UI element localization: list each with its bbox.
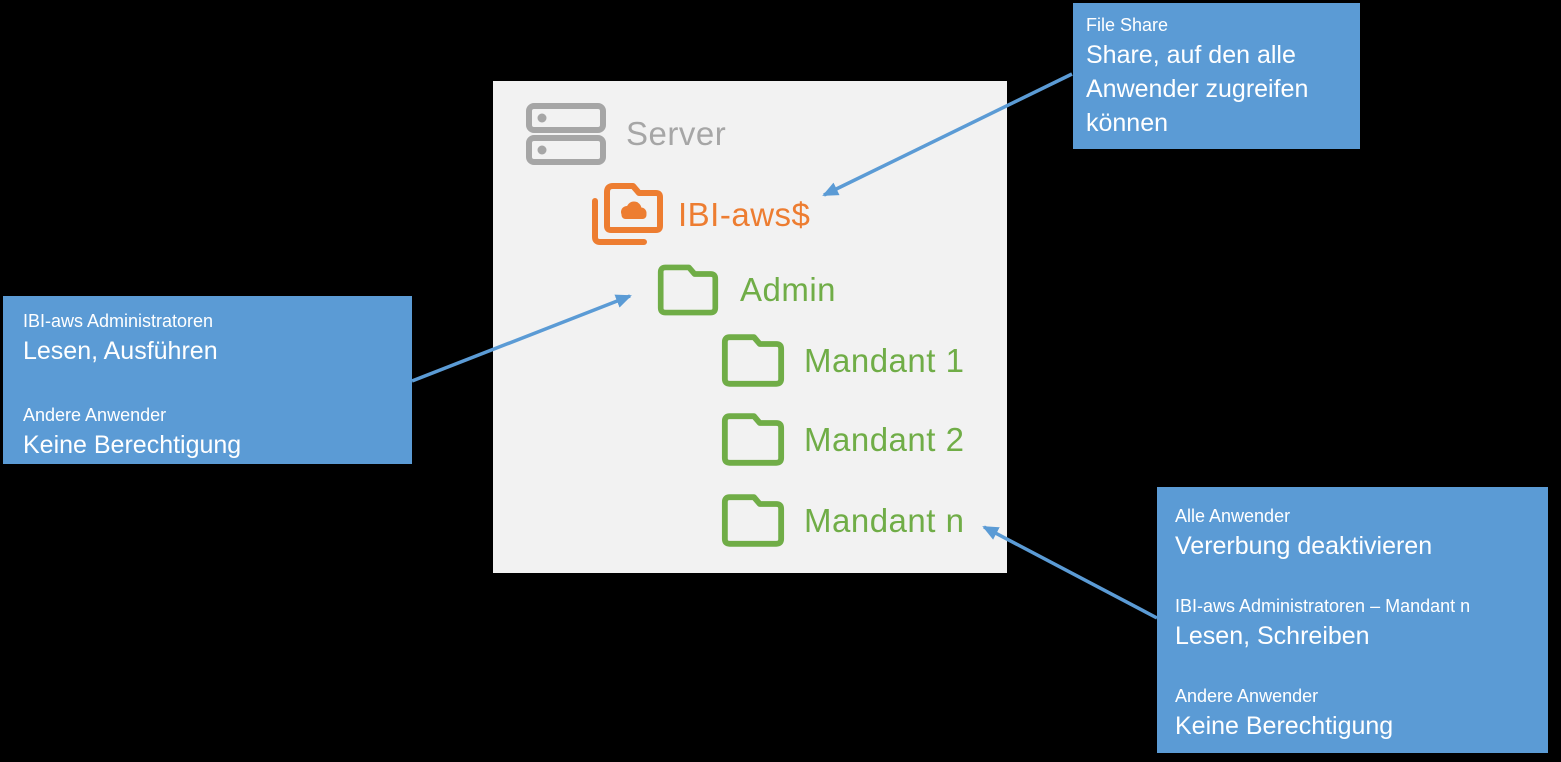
permission-group-value: Lesen, Schreiben (1175, 622, 1370, 650)
permission-group-value: Lesen, Ausführen (23, 337, 218, 365)
permission-group-value: Keine Berechtigung (1175, 712, 1394, 740)
tree-row-ibi-aws-share: IBI-aws$ (588, 181, 810, 249)
folder-label-admin: Admin (740, 271, 837, 308)
folder-icon (721, 494, 785, 547)
permission-group-label: IBI-aws Administratoren (23, 311, 214, 331)
permission-group-label: Andere Anwender (23, 405, 167, 425)
shared-folder-cloud-icon (592, 183, 663, 245)
arrow-mandant-callout-to-mandant-n-folder (982, 525, 1158, 620)
folder-label-ibi-aws: IBI-aws$ (678, 196, 811, 233)
tree-row-mandant-1: Mandant 1 (720, 332, 964, 389)
tree-row-server: Server (526, 103, 726, 165)
cloud-icon (621, 201, 647, 219)
tree-row-mandant-2: Mandant 2 (720, 411, 964, 468)
tree-row-mandant-n: Mandant n (720, 492, 964, 549)
folder-icon (721, 334, 785, 387)
permission-group-label: Andere Anwender (1175, 686, 1319, 706)
callout-file-share: File Share Share, auf den alle Anwender … (1073, 3, 1360, 149)
permission-group-value: Vererbung deaktivieren (1175, 532, 1433, 560)
permission-group-label: Alle Anwender (1175, 506, 1291, 526)
folder-icon (721, 413, 785, 466)
folder-label-mandant-2: Mandant 2 (804, 420, 965, 458)
callout-mandant-permissions: Alle Anwender Vererbung deaktivieren IBI… (1157, 487, 1548, 753)
server-icon (526, 103, 606, 165)
callout-file-share-text: Share, auf den alle Anwender zugreifen k… (1086, 41, 1309, 137)
folder-label-mandant-n: Mandant n (804, 501, 965, 539)
folder-icon (657, 264, 719, 316)
permission-group-label: IBI-aws Administratoren – Mandant n (1175, 596, 1471, 616)
server-label: Server (626, 115, 727, 152)
tree-row-admin: Admin (656, 262, 836, 318)
permission-group-value: Keine Berechtigung (23, 431, 242, 459)
folder-label-mandant-1: Mandant 1 (804, 341, 965, 379)
server-panel: Server IBI-aws$ Admin (493, 81, 1007, 573)
callout-file-share-title: File Share (1086, 15, 1169, 35)
callout-admin-permissions: IBI-aws Administratoren Lesen, Ausführen… (3, 296, 412, 464)
